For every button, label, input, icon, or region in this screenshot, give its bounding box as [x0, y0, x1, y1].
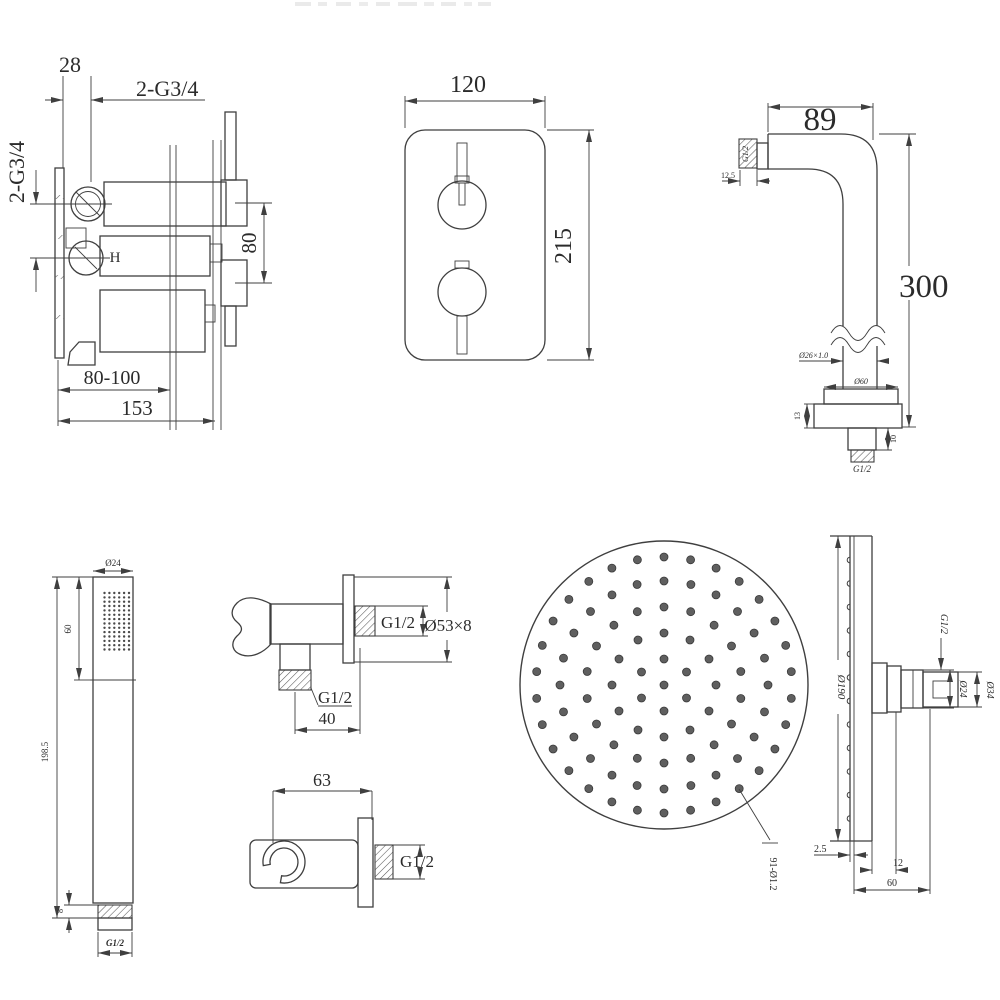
valve-bottom-outlet-pipe [224, 305, 237, 347]
side-nozzle-bumps [846, 556, 851, 822]
head-face-view: 91-Ø1.2 [519, 540, 809, 891]
hand-shower-spray-grid [103, 591, 131, 651]
dim-120: 120 [450, 72, 486, 98]
hand-shower-thread [97, 904, 133, 919]
bracket-wall-plate [357, 817, 374, 908]
arm-inner-edge [768, 168, 844, 389]
holder-cradle [231, 597, 272, 657]
cropped-header-text [295, 2, 491, 6]
dim-depth: 60 [887, 878, 897, 889]
bracket-thread [374, 844, 394, 880]
nozzle-dots [532, 552, 796, 818]
valve-top-outlet-pipe [224, 111, 237, 181]
arm-flange-dia: Ø60 [853, 377, 868, 386]
arm-thread-outlet-label: G1/2 [853, 464, 872, 474]
head-thread-label: G1/2 [938, 614, 949, 634]
outlet-bottom-thread [278, 669, 312, 691]
dim-153: 153 [121, 396, 153, 420]
head-side-view: Ø190 G1/2 Ø24 Ø34 2.5 12 [814, 535, 995, 894]
dim-215: 215 [551, 228, 577, 264]
dim-head-dia: Ø190 [835, 674, 847, 700]
valve-foot [67, 341, 96, 366]
dim-ball: Ø34 [984, 680, 995, 698]
trim-plate [404, 129, 546, 361]
arm-tube-spec: Ø26×1.0 [798, 351, 828, 360]
arm-stub-len: 10 [889, 435, 898, 443]
valve-front-view: 120 215 [404, 72, 594, 361]
arm-outlet-thread [850, 449, 875, 463]
dim-28: 28 [59, 52, 81, 77]
outlet-thread-wall-label: G1/2 [381, 613, 415, 632]
hand-shower-view: G1/2 Ø24 60 198.5 8 [40, 558, 136, 957]
dim-63: 63 [313, 770, 331, 790]
hot-marker: H [110, 250, 121, 266]
bracket-ring [262, 840, 306, 884]
dim-hand-dia: Ø24 [105, 558, 121, 568]
dim-40: 40 [319, 709, 336, 728]
dim-thread-len: 8 [56, 909, 65, 913]
valve-wall-rail [54, 167, 65, 359]
outlet-flange-spec: Ø53×8 [424, 616, 471, 635]
outlet-holder-view: G1/2 Ø53×8 G1/2 40 [231, 574, 472, 734]
nozzle-spec-label: 91-Ø1.2 [767, 857, 778, 890]
shower-arm-view: 89 300 G1/2 12.5 Ø26×1.0 Ø60 13 10 G1/2 [721, 102, 949, 474]
bracket-view: 63 G1/2 [249, 770, 434, 908]
arm-flange-depth: 13 [793, 412, 802, 420]
arm-outer-edge [768, 133, 878, 389]
bracket-thread-label: G1/2 [400, 852, 434, 871]
dim-80: 80 [237, 233, 261, 254]
dim-89: 89 [804, 102, 837, 138]
head-ball-joint [922, 671, 959, 708]
label-thread-left: 2-G3/4 [4, 141, 29, 203]
hand-shower-body [92, 576, 134, 904]
dim-total-len: 198.5 [40, 741, 50, 762]
shower-head-circle [519, 540, 809, 830]
dim-spray-len: 60 [63, 624, 73, 634]
pipe-break-symbol [830, 325, 886, 341]
dim-12-5: 12.5 [721, 171, 735, 180]
dim-300: 300 [899, 269, 949, 305]
arm-thread-wall-label: G1/2 [741, 146, 750, 162]
outlet-thread-bottom-label: G1/2 [318, 688, 352, 707]
dim-face-thickness: 2.5 [814, 844, 827, 855]
valve-side-view: H 28 2-G3/4 2-G3/4 80 80-100 153 [4, 52, 272, 430]
outlet-wall-thread [354, 605, 376, 637]
hand-shower-thread-label: G1/2 [106, 938, 125, 948]
knob-top [437, 180, 487, 230]
dim-80-100: 80-100 [84, 367, 141, 389]
dim-collar: 12 [893, 858, 903, 869]
label-thread-top: 2-G3/4 [136, 76, 198, 101]
outlet-wall-plate [342, 574, 355, 664]
dim-neck: Ø24 [957, 679, 968, 697]
